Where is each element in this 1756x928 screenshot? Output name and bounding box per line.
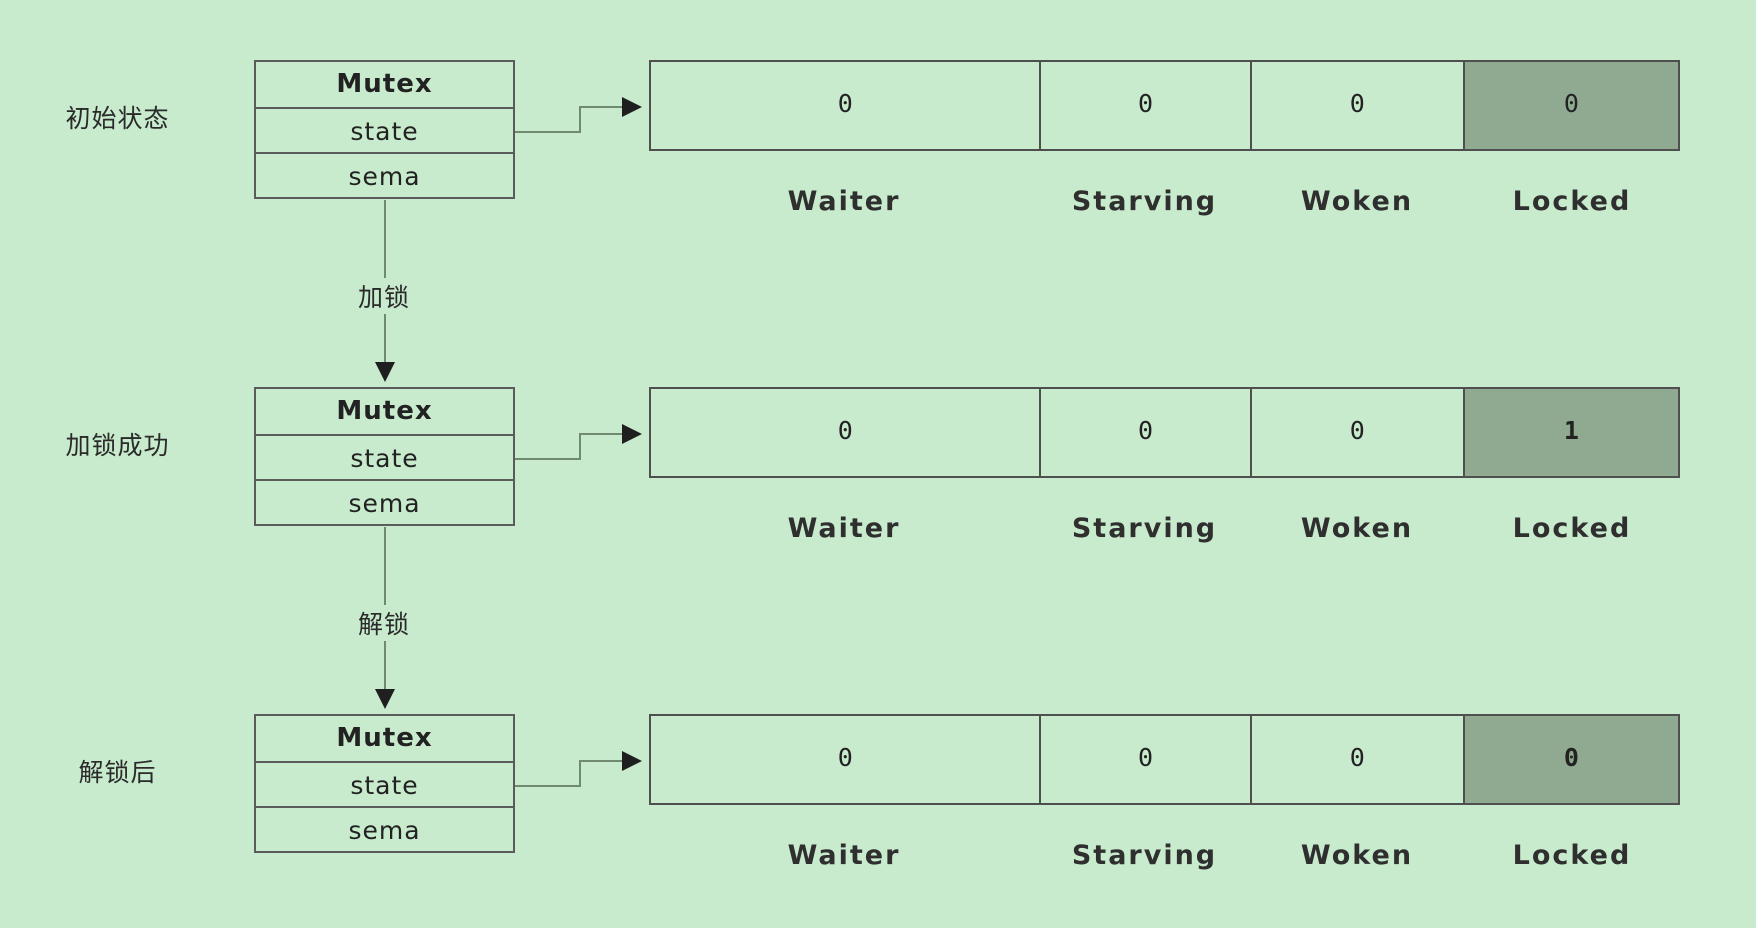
state-arrow-2 bbox=[515, 424, 642, 460]
starving-label: Starving bbox=[1071, 840, 1218, 871]
state-arrow-3 bbox=[515, 751, 642, 787]
transition-label-unlock: 解锁 bbox=[334, 605, 434, 641]
state-bits-initial: 0 0 0 0 bbox=[649, 60, 1680, 151]
state-arrow-1 bbox=[515, 97, 642, 133]
mutex-sema-field: sema bbox=[256, 479, 513, 524]
waiter-label: Waiter bbox=[787, 840, 901, 871]
mutex-sema-field: sema bbox=[256, 806, 513, 851]
state-bit-labels-initial: Waiter Starving Woken Locked bbox=[649, 186, 1680, 217]
mutex-state-field: state bbox=[256, 107, 513, 152]
state-bit-labels-locked: Waiter Starving Woken Locked bbox=[649, 513, 1680, 544]
waiter-value: 0 bbox=[837, 743, 853, 772]
locked-label: Locked bbox=[1512, 840, 1632, 871]
starving-value: 0 bbox=[1039, 389, 1249, 476]
stage-label-unlocked: 解锁后 bbox=[78, 758, 157, 787]
locked-label: Locked bbox=[1512, 186, 1632, 217]
mutex-state-field: state bbox=[256, 761, 513, 806]
woken-label: Woken bbox=[1300, 186, 1414, 217]
mutex-struct-initial: Mutex state sema bbox=[254, 60, 515, 199]
mutex-title: Mutex bbox=[336, 69, 433, 99]
mutex-sema-field: sema bbox=[256, 152, 513, 197]
starving-value: 0 bbox=[1039, 716, 1249, 803]
starving-label: Starving bbox=[1071, 513, 1218, 544]
transition-label-lock: 加锁 bbox=[334, 278, 434, 314]
woken-value: 0 bbox=[1249, 62, 1463, 149]
waiter-label: Waiter bbox=[787, 186, 901, 217]
mutex-title: Mutex bbox=[336, 396, 433, 426]
woken-value: 0 bbox=[1249, 716, 1463, 803]
starving-label: Starving bbox=[1071, 186, 1218, 217]
waiter-value: 0 bbox=[837, 89, 853, 118]
locked-value: 0 bbox=[1462, 62, 1679, 149]
mutex-struct-unlocked: Mutex state sema bbox=[254, 714, 515, 853]
starving-value: 0 bbox=[1039, 62, 1249, 149]
mutex-title: Mutex bbox=[336, 723, 433, 753]
woken-label: Woken bbox=[1300, 840, 1414, 871]
state-bits-locked: 0 0 0 1 bbox=[649, 387, 1680, 478]
waiter-label: Waiter bbox=[787, 513, 901, 544]
stage-label-initial: 初始状态 bbox=[65, 104, 170, 133]
waiter-value: 0 bbox=[837, 416, 853, 445]
locked-label: Locked bbox=[1512, 513, 1632, 544]
woken-value: 0 bbox=[1249, 389, 1463, 476]
state-bits-unlocked: 0 0 0 0 bbox=[649, 714, 1680, 805]
state-bit-labels-unlocked: Waiter Starving Woken Locked bbox=[649, 840, 1680, 871]
stage-label-locked: 加锁成功 bbox=[65, 431, 170, 460]
locked-value: 1 bbox=[1462, 389, 1679, 476]
locked-value: 0 bbox=[1462, 716, 1679, 803]
woken-label: Woken bbox=[1300, 513, 1414, 544]
mutex-struct-locked: Mutex state sema bbox=[254, 387, 515, 526]
mutex-state-field: state bbox=[256, 434, 513, 479]
